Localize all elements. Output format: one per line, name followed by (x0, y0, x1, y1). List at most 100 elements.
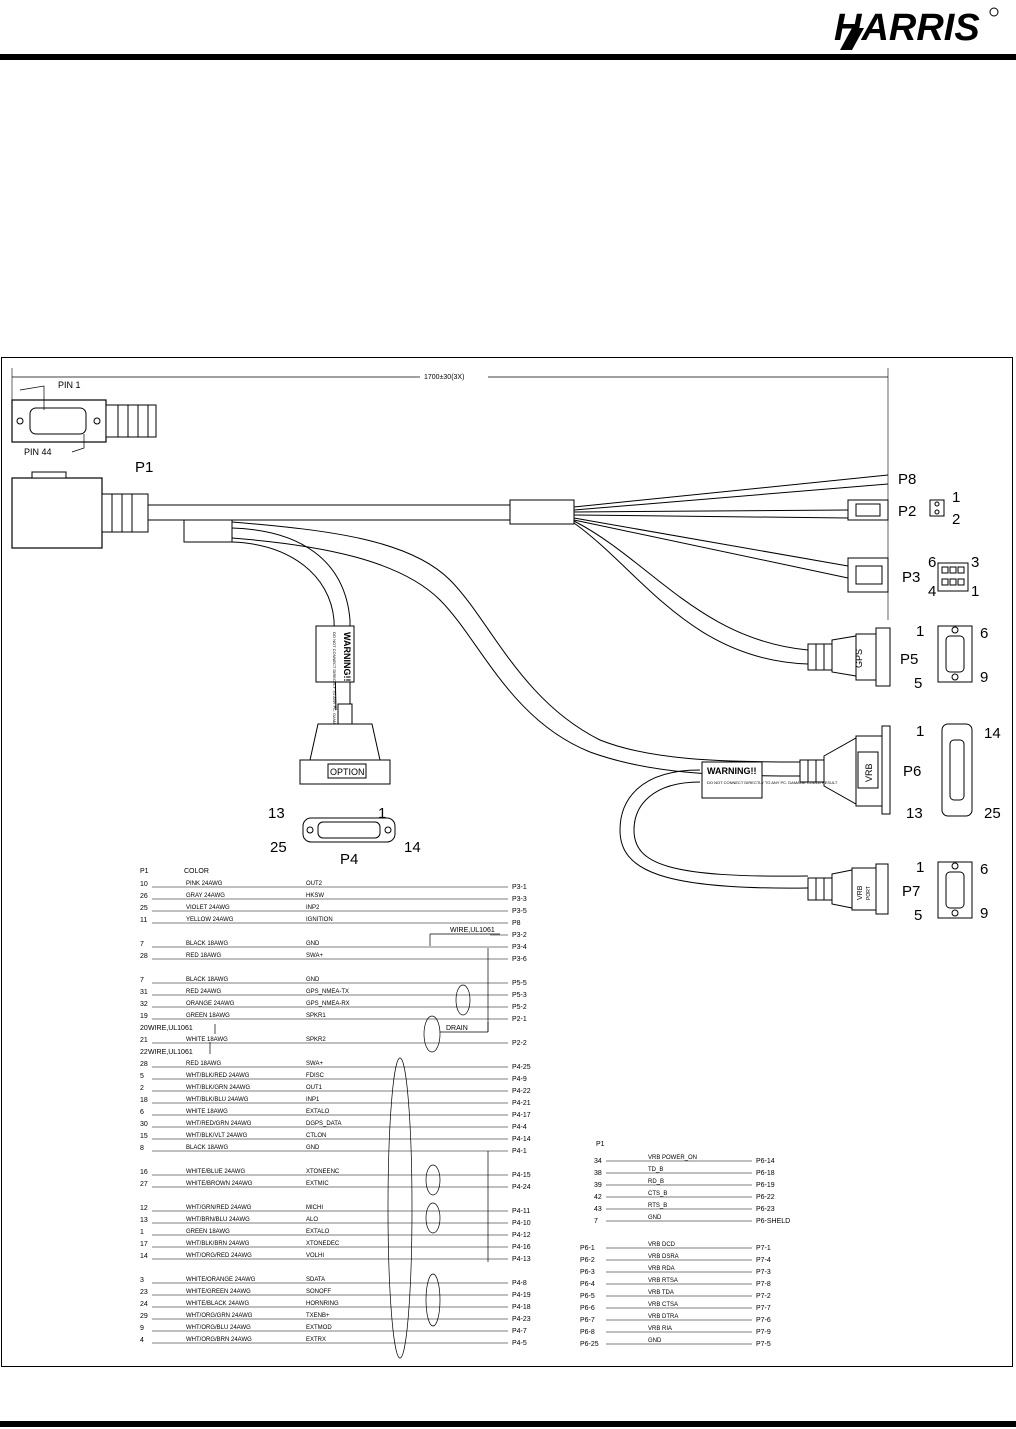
p5-pin-9: 9 (980, 669, 988, 686)
table3-dest: P7-6 (756, 1317, 771, 1324)
table3-pin: P6-5 (580, 1293, 595, 1300)
p2-pin-2: 2 (952, 511, 960, 528)
table3-signal: VRB DCD (648, 1242, 676, 1248)
table2-signal: GND (648, 1215, 662, 1221)
table1-signal: EXTRX (306, 1337, 326, 1343)
table1-dest: P4-24 (512, 1184, 531, 1191)
table1-dest: P4-25 (512, 1064, 531, 1071)
table1-pin: 10 (140, 881, 148, 888)
p5-label: P5 (900, 651, 918, 668)
p2-connector: P2 1 2 (847, 489, 960, 528)
table2-dest: P6-23 (756, 1206, 775, 1213)
table2-signal: RTS_B (648, 1203, 667, 1209)
table1-pin: 30 (140, 1121, 148, 1128)
table1-pin: 25 (140, 905, 148, 912)
table1-pin: 7 (140, 941, 144, 948)
table1-signal: GND (306, 977, 320, 983)
table3-pin: P6-2 (580, 1257, 595, 1264)
table1-color: GRAY 24AWG (186, 893, 225, 899)
warning-tag-1-title: WARNING!! (342, 632, 352, 682)
table3-dest: P7-7 (756, 1305, 771, 1312)
table1-dest: P4-18 (512, 1304, 531, 1311)
table2-signal: CTS_B (648, 1191, 667, 1197)
table1-signal: GPS_NMEA-RX (306, 1001, 350, 1007)
p3-connector: P3 6 3 4 1 (847, 554, 979, 600)
warning-tag-1: WARNING!! DO NOT CONNECT DIRECTLY TO ANY… (315, 625, 355, 763)
table1-color: WHT/BLK/RED 24AWG (186, 1073, 250, 1079)
p5-pin-1: 1 (916, 623, 924, 640)
table1-dest: P4-13 (512, 1256, 531, 1263)
p2-pin-1: 1 (952, 489, 960, 506)
table1-pin: 26 (140, 893, 148, 900)
table1-color: PINK 24AWG (186, 881, 223, 887)
warning-tag-2-title: WARNING!! (707, 766, 757, 776)
p5-pin-5: 5 (914, 675, 922, 692)
table1-note-drain: DRAIN (446, 1025, 468, 1032)
table1-pin: 22 (140, 1049, 148, 1056)
vrb-cable (183, 519, 809, 889)
diagram-frame: 1700±30(3X) PIN 1 PIN 44 P1 (1, 357, 1013, 1367)
table1-color: WHT/BLK/VLT 24AWG (186, 1133, 248, 1139)
table2-dest: P6-18 (756, 1170, 775, 1177)
table1-dest: P4-12 (512, 1232, 531, 1239)
table1-signal: SPKR2 (306, 1037, 326, 1043)
table1-dest: P4-22 (512, 1088, 531, 1095)
table1-dest: P8 (512, 920, 521, 927)
table1-row: 27 WHITE/BROWN 24AWG EXTMIC P4-24 (140, 1181, 531, 1191)
p6-pin-13: 13 (906, 805, 923, 822)
warning-tag-1-text: DO NOT CONNECT DIRECTLY TO ANY PC. DAMAG… (332, 632, 337, 763)
p5-connector: GPS P5 1 6 5 9 (807, 623, 988, 692)
p6-pin-25: 25 (984, 805, 1001, 822)
table2-signal: VRB POWER_ON (648, 1155, 697, 1161)
p4-cable (231, 527, 353, 725)
p1-side-view (11, 471, 149, 549)
table2-signal: RD_B (648, 1179, 664, 1185)
table1-color: BLACK 18AWG (186, 1145, 228, 1151)
table1-dest: P5-5 (512, 980, 527, 987)
table1-pin: 32 (140, 1001, 148, 1008)
table1-col-p1: P1 (140, 868, 149, 875)
table1-signal: TXENB+ (306, 1313, 330, 1319)
table3-signal: VRB DTRA (648, 1314, 678, 1320)
p1-top-view: PIN 1 PIN 44 (11, 380, 157, 457)
table1-pin: 4 (140, 1337, 144, 1344)
table1-signal: GPS_NMEA-TX (306, 989, 349, 995)
table1-signal: HKSW (306, 893, 324, 899)
table3-signal: VRB DSRA (648, 1254, 679, 1260)
table1-signal: VOLHI (306, 1253, 324, 1259)
footer-rule (0, 1421, 1016, 1427)
table1-pin: 24 (140, 1301, 148, 1308)
table1-color: WHT/ORG/BLU 24AWG (186, 1325, 251, 1331)
table1-signal: SDATA (306, 1277, 325, 1283)
table1-color: WHITE 18AWG (186, 1037, 228, 1043)
table1-color: WHITE/GREEN 24AWG (186, 1289, 251, 1295)
table1-pin: 11 (140, 917, 147, 924)
table1-pin: 27 (140, 1181, 148, 1188)
table3-signal: VRB RTSA (648, 1278, 678, 1284)
table2-dest: P6-22 (756, 1194, 775, 1201)
table1-color: WHITE/BROWN 24AWG (186, 1181, 253, 1187)
table1-color: WHITE 18AWG (186, 1109, 228, 1115)
table1-signal: GND (306, 941, 320, 947)
table1-note-wire1: WIRE,UL1061 (450, 927, 495, 934)
p3-label: P3 (902, 569, 920, 586)
table1-signal: HORNRING (306, 1301, 339, 1307)
table1-dest: P4-21 (512, 1100, 531, 1107)
main-cable (148, 474, 889, 665)
table1-signal: EXTMIC (306, 1181, 329, 1187)
